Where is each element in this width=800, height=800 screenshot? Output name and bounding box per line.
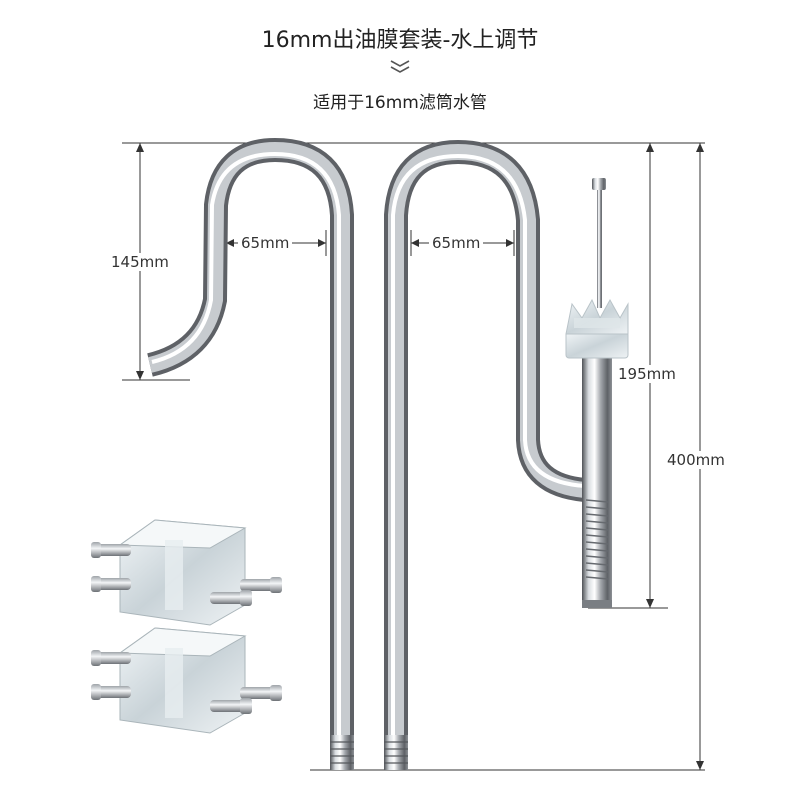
dimension-arrows: [136, 143, 704, 770]
inflow-pipe: [146, 137, 354, 770]
dimension-label-65-left: 65mm: [238, 234, 293, 252]
page-subtitle: 适用于16mm滤筒水管: [313, 93, 487, 113]
acrylic-clamp-top: [91, 519, 282, 626]
acrylic-clamp-bottom: [91, 627, 282, 734]
dimension-label-195: 195mm: [615, 365, 679, 383]
outflow-pipe: [384, 139, 587, 770]
double-chevron-down-icon: [390, 60, 410, 73]
surface-skimmer: [565, 178, 629, 608]
dimension-label-145: 145mm: [108, 253, 172, 271]
page-title: 16mm出油膜套装-水上调节: [261, 28, 539, 53]
dimension-label-400: 400mm: [664, 451, 728, 469]
dimension-label-65-right: 65mm: [429, 234, 484, 252]
